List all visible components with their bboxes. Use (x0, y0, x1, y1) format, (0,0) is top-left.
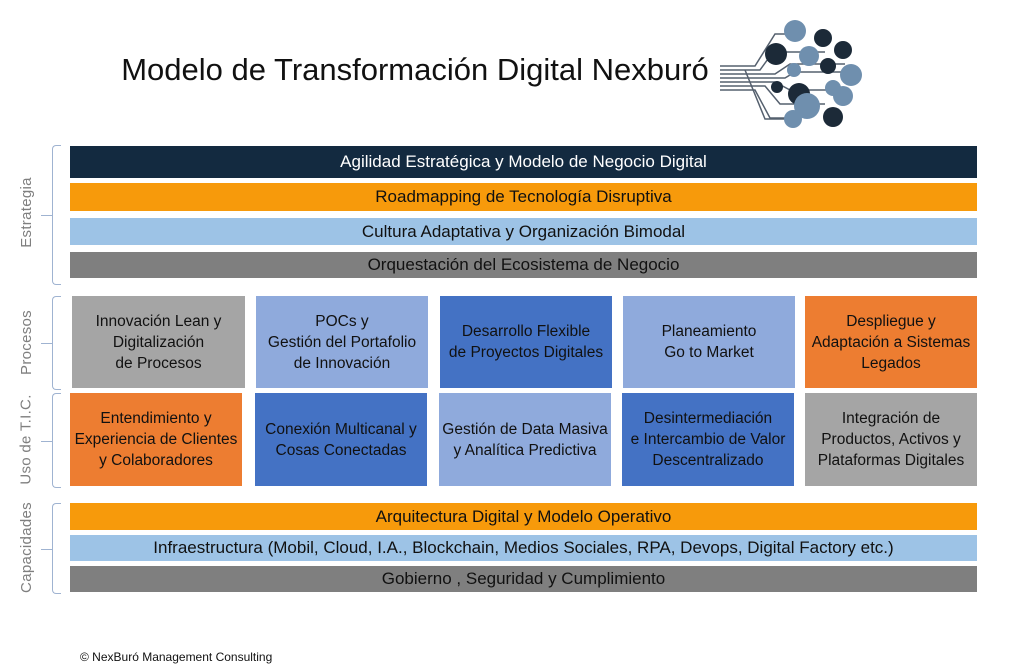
bar-cultura: Cultura Adaptativa y Organización Bimoda… (70, 218, 977, 245)
section-label-tic: Uso de T.I.C. (12, 393, 40, 486)
bar-arquitectura: Arquitectura Digital y Modelo Operativo (70, 503, 977, 530)
proceso-box: Innovación Lean y Digitalización de Proc… (72, 296, 245, 388)
page-title: Modelo de Transformación Digital Nexburó (121, 52, 709, 87)
digital-network-logo-icon (720, 20, 862, 128)
proceso-box: POCs y Gestión del Portafolio de Innovac… (256, 296, 428, 388)
bar-agilidad: Agilidad Estratégica y Modelo de Negocio… (70, 146, 977, 178)
tic-box: Desintermediación e Intercambio de Valor… (622, 393, 794, 486)
tic-box: Entendimiento y Experiencia de Clientes … (70, 393, 242, 486)
copyright-footer: © NexBuró Management Consulting (80, 650, 273, 664)
section-label-procesos: Procesos (12, 296, 40, 388)
section-label-capacidades: Capacidades (12, 502, 40, 593)
bracket (41, 145, 61, 285)
bar-roadmapping: Roadmapping de Tecnología Disruptiva (70, 183, 977, 211)
bracket (41, 393, 61, 488)
tic-box: Conexión Multicanal y Cosas Conectadas (255, 393, 427, 486)
section-label-text: Estrategia (17, 176, 35, 248)
bar-infraestructura: Infraestructura (Mobil, Cloud, I.A., Blo… (70, 535, 977, 561)
bracket (41, 503, 61, 594)
proceso-box: Planeamiento Go to Market (623, 296, 795, 388)
section-label-text: Uso de T.I.C. (17, 394, 35, 485)
tic-box: Gestión de Data Masiva y Analítica Predi… (439, 393, 611, 486)
proceso-box: Despliegue y Adaptación a Sistemas Legad… (805, 296, 977, 388)
tic-box: Integración de Productos, Activos y Plat… (805, 393, 977, 486)
bar-gobierno: Gobierno , Seguridad y Cumplimiento (70, 566, 977, 592)
bracket (41, 296, 61, 390)
section-label-text: Procesos (17, 309, 35, 375)
proceso-box: Desarrollo Flexible de Proyectos Digital… (440, 296, 612, 388)
section-label-text: Capacidades (17, 502, 35, 593)
section-label-estrategia: Estrategia (12, 146, 40, 278)
bar-orquestacion: Orquestación del Ecosistema de Negocio (70, 252, 977, 278)
